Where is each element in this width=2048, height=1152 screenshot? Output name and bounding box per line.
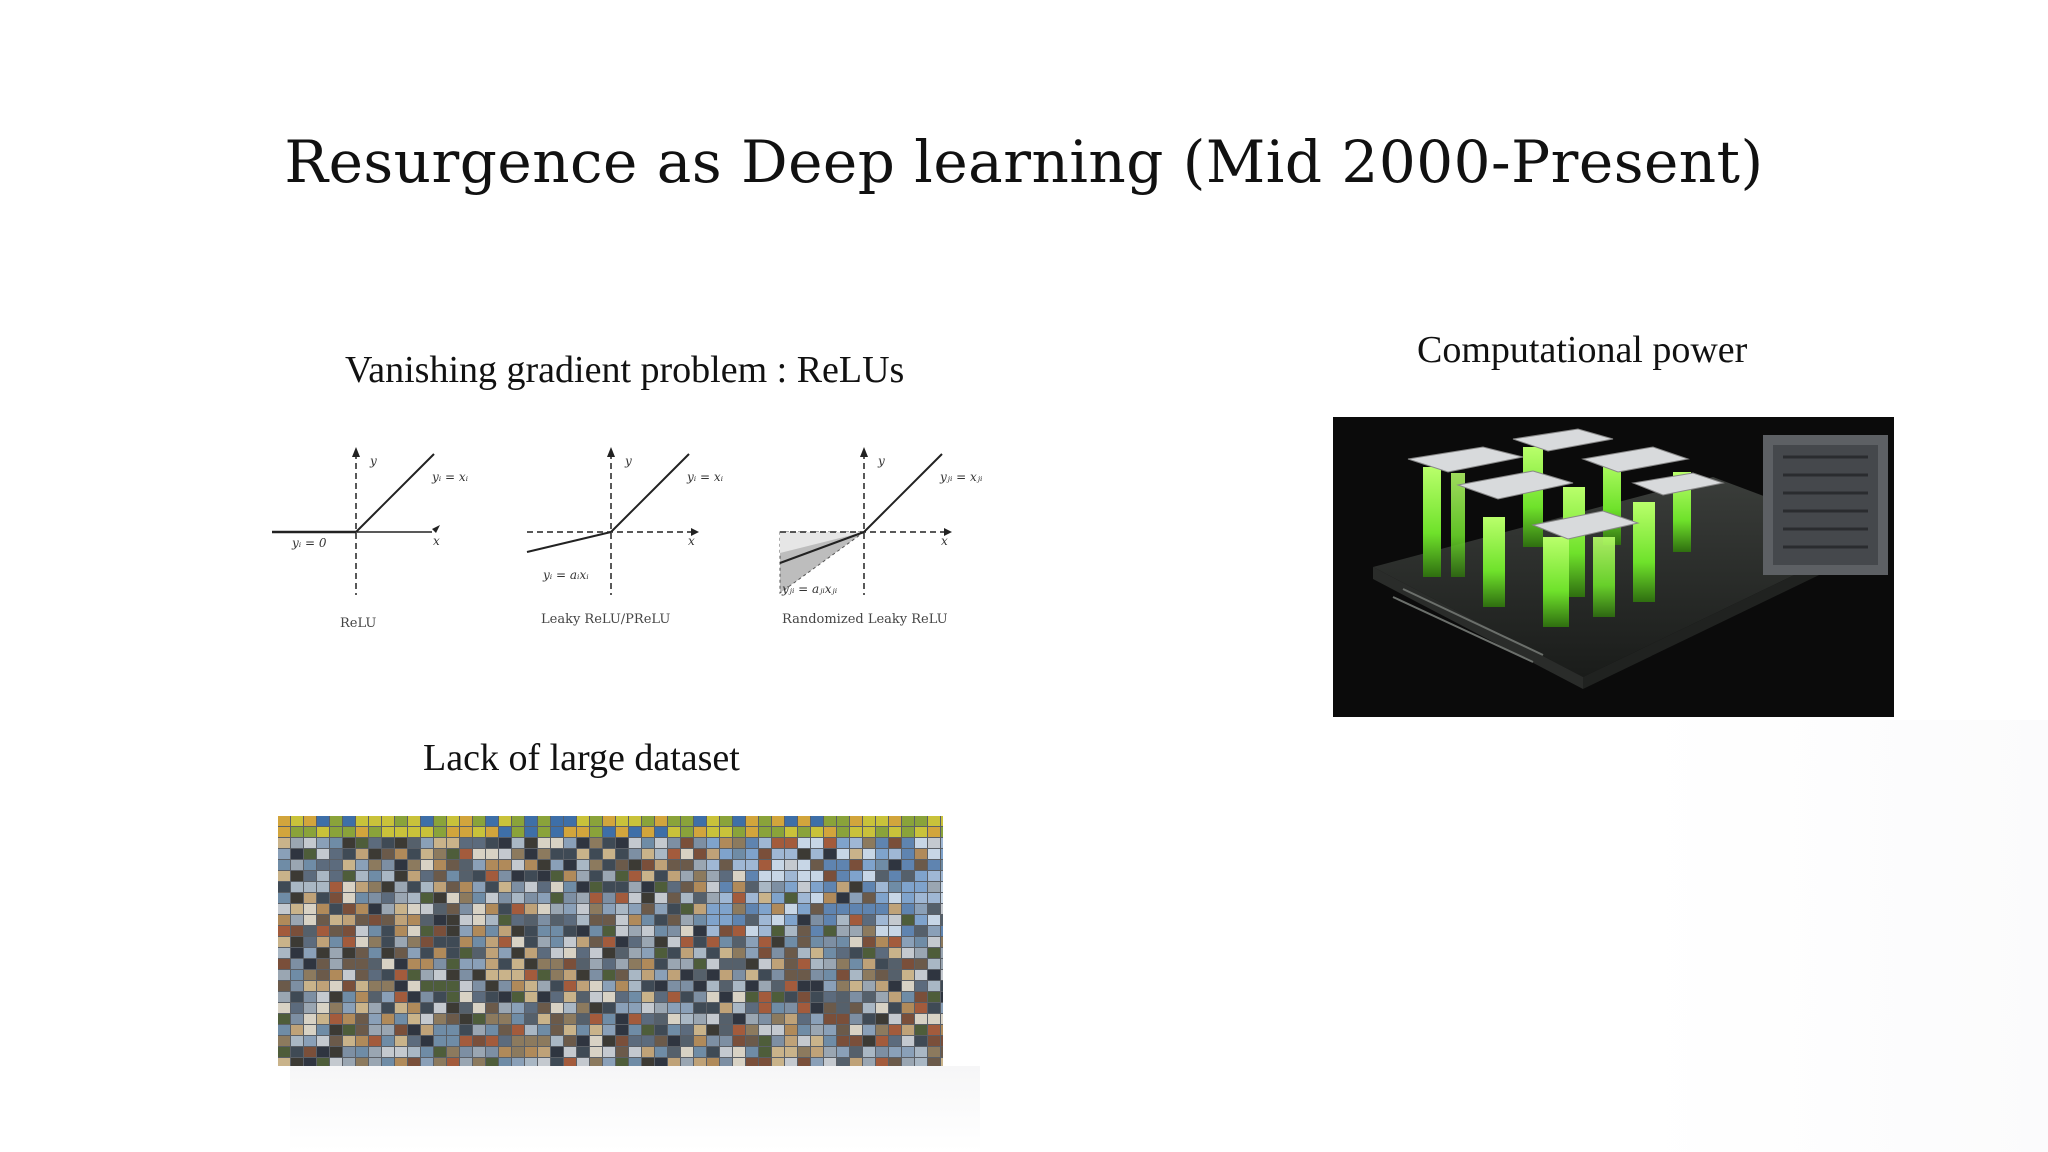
leaky-relu-plot: y x yᵢ = xᵢ yᵢ = aᵢxᵢ Leaky ReLU/PReLU xyxy=(526,447,724,627)
leaky-x-label: x xyxy=(688,534,695,548)
leaky-y-label: y xyxy=(624,454,632,468)
relu-y-label: y xyxy=(369,454,377,468)
relu-plots-figure: y x yᵢ = xᵢ yᵢ = 0 ReLU y x yᵢ = xᵢ yᵢ =… xyxy=(272,445,1012,645)
leaky-plot-label: Leaky ReLU/PReLU xyxy=(541,612,670,627)
relu-plot: y x yᵢ = xᵢ yᵢ = 0 ReLU xyxy=(272,447,469,631)
leaky-eq-neg: yᵢ = aᵢxᵢ xyxy=(542,568,589,582)
rrelu-plot: y x yⱼᵢ = xⱼᵢ yⱼᵢ = aⱼᵢxⱼᵢ Randomized Le… xyxy=(779,447,983,627)
relu-heading: Vanishing gradient problem : ReLUs xyxy=(345,349,905,391)
slide-title: Resurgence as Deep learning (Mid 2000-Pr… xyxy=(284,128,1764,196)
rrelu-plot-label: Randomized Leaky ReLU xyxy=(782,612,948,627)
relu-plot-label: ReLU xyxy=(340,616,376,631)
slide-shadow-right xyxy=(1640,720,2048,1152)
rrelu-y-label: y xyxy=(877,454,885,468)
rrelu-eq-pos: yⱼᵢ = xⱼᵢ xyxy=(939,470,983,484)
gpu-image xyxy=(1333,417,1894,717)
dataset-heading: Lack of large dataset xyxy=(423,737,740,779)
relu-eq-neg: yᵢ = 0 xyxy=(291,536,327,550)
dataset-mosaic-image xyxy=(278,816,943,1066)
relu-eq-pos: yᵢ = xᵢ xyxy=(431,470,469,484)
rrelu-x-label: x xyxy=(941,534,948,548)
relu-x-label: x xyxy=(433,534,440,548)
leaky-eq-pos: yᵢ = xᵢ xyxy=(686,470,724,484)
rrelu-eq-neg: yⱼᵢ = aⱼᵢxⱼᵢ xyxy=(781,582,838,596)
slide-shadow xyxy=(290,1066,980,1152)
compute-heading: Computational power xyxy=(1417,329,1748,371)
